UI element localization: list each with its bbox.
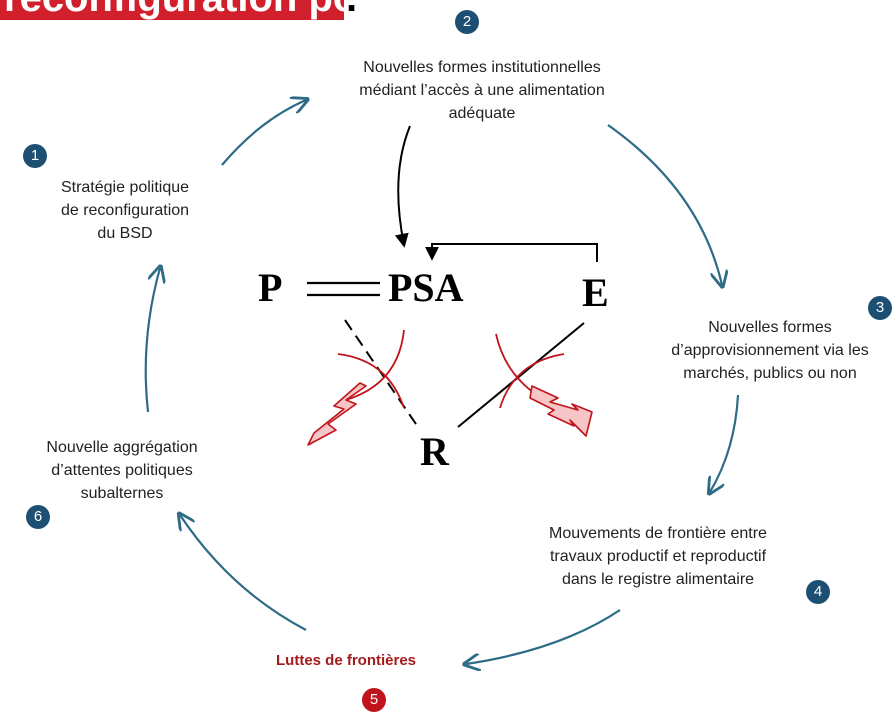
step-badge-4: 4 (806, 580, 830, 604)
link-e-r (457, 322, 585, 428)
node-psa: PSA (388, 265, 464, 310)
step-4-line-3: dans le registre alimentaire (561, 571, 755, 588)
tension-arc-left-1 (337, 329, 405, 403)
step-1-line-3: du BSD (97, 225, 153, 242)
step-label-2: Nouvelles formes institutionnelles média… (312, 56, 652, 125)
step-badge-6: 6 (26, 505, 50, 529)
step-2-line-3: adéquate (448, 105, 516, 122)
step-2-line-2: médiant l’accès à une alimentation (359, 82, 605, 99)
arrow-institutions-to-psa (394, 125, 411, 248)
step-3-line-3: marchés, publics ou non (683, 365, 857, 382)
step-badge-2: 2 (455, 10, 479, 34)
step-label-4: Mouvements de frontière entre travaux pr… (508, 522, 808, 591)
step-4-line-1: Mouvements de frontière entre (549, 525, 767, 542)
lightning-left-icon (307, 382, 367, 446)
step-label-6: Nouvelle aggrégation d’attentes politiqu… (22, 436, 222, 505)
tension-arc-right-2 (499, 353, 565, 409)
tension-arc-left-2 (337, 353, 405, 409)
step-4-line-2: travaux productif et reproductif (549, 548, 767, 565)
node-r: R (420, 429, 449, 474)
step-2-line-1: Nouvelles formes institutionnelles (363, 59, 601, 76)
cycle-arrow-3-to-4 (710, 394, 740, 492)
step-label-1: Stratégie politique de reconfiguration d… (40, 176, 210, 245)
cycle-arrow-2-to-3 (607, 124, 722, 285)
step-1-line-1: Stratégie politique (60, 179, 190, 196)
node-e: E (582, 270, 609, 315)
title-banner-text: reconfiguration politique (4, 0, 344, 20)
bracket-e-to-psa (425, 243, 598, 262)
link-psa-r-dashed (344, 319, 419, 428)
lightning-right-icon (529, 385, 593, 437)
cycle-arrow-6-to-1 (144, 268, 160, 413)
step-badge-1: 1 (23, 144, 47, 168)
step-6-line-1: Nouvelle aggrégation (46, 439, 198, 456)
cycle-arrow-5-to-6 (180, 515, 307, 631)
step-6-line-3: subalternes (80, 485, 164, 502)
cycle-arrow-4-to-5 (466, 609, 621, 664)
step-badge-3: 3 (868, 296, 892, 320)
step-label-3: Nouvelles formes d’approvisionnement via… (648, 316, 892, 385)
step-3-line-2: d’approvisionnement via les (671, 342, 869, 359)
step-badge-5: 5 (362, 688, 386, 712)
step-1-line-2: de reconfiguration (60, 202, 190, 219)
cycle-arrow-1-to-2 (221, 100, 306, 166)
title-tail: . (346, 0, 357, 20)
step-label-5: Luttes de frontières (276, 652, 417, 669)
node-p: P (258, 265, 283, 310)
step-3-line-1: Nouvelles formes (708, 319, 832, 336)
title-banner: reconfiguration politique (0, 0, 344, 20)
step-6-line-2: d’attentes politiques (51, 462, 193, 479)
